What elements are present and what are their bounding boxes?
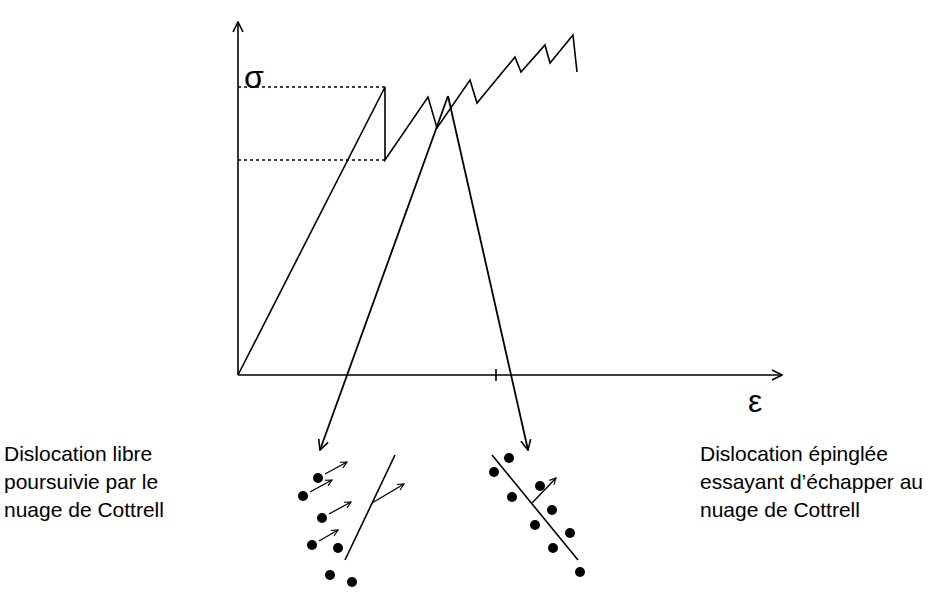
- caption-note: Dislocation épinglée essayant d’échapper…: [700, 440, 928, 524]
- axis-symbol: ε: [748, 384, 788, 419]
- stress-strain-curve: [238, 35, 577, 375]
- pinned-dislocation-sketch: [489, 453, 585, 577]
- free-dislocation-sketch: [298, 455, 404, 587]
- axes: [238, 22, 782, 381]
- axis-symbol: σ: [244, 60, 284, 95]
- caption-note: Dislocation libre poursuivie par le nuag…: [4, 440, 204, 524]
- dashed-guides: [238, 87, 385, 160]
- pointer-arrows: [320, 96, 528, 450]
